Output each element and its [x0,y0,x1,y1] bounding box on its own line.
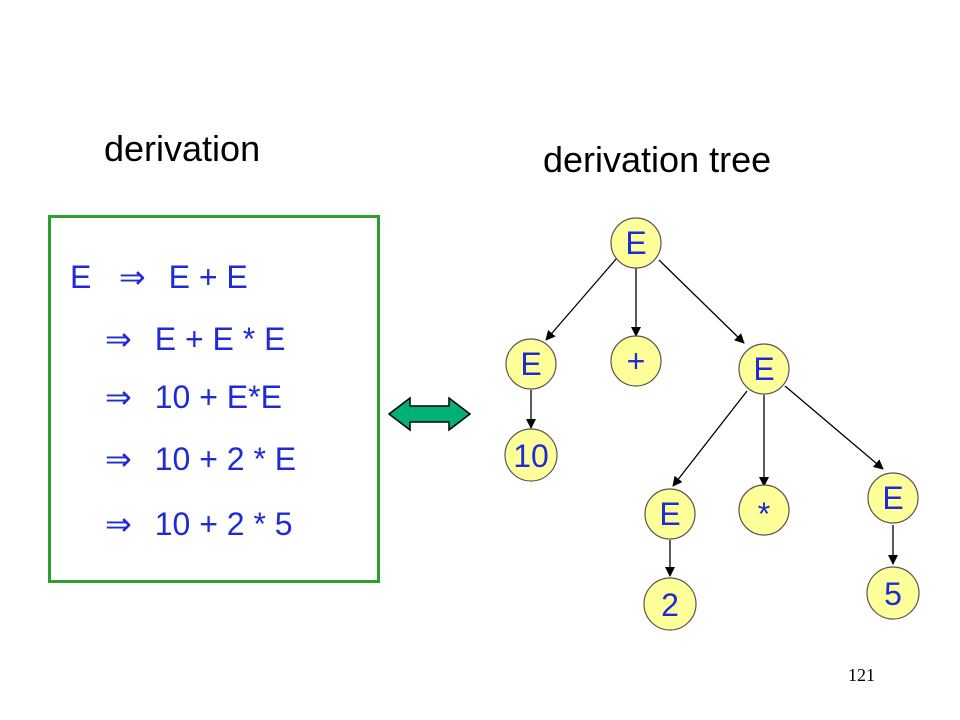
derivation-step-2: ⇒ E + E * E [105,320,285,358]
derivation-step-5: ⇒ 10 + 2 * 5 [105,505,293,543]
edge-right-e-to-mul-right-e [784,385,884,470]
tree-node-plus-label: + [627,343,646,379]
tree-node-root-circle [610,217,662,269]
tree-node-two-circle [643,577,697,631]
implies-symbol: ⇒ [105,321,132,357]
tree-node-mul-left-e-circle [644,488,696,540]
derivation-tree-title: derivation tree [543,139,772,180]
implies-symbol: ⇒ [105,506,132,542]
tree-node-ten-circle [504,428,558,482]
tree-node-five-label: 5 [884,576,902,612]
implies-symbol: ⇒ [105,441,132,477]
tree-node-star-circle [738,484,790,536]
tree-node-mul-right-e-label: E [882,480,903,516]
tree-node-two-label: 2 [661,587,679,623]
step-expression: E + E [168,259,248,295]
tree-node-ten-label: 10 [513,438,549,474]
tree-node-five-circle [866,566,920,620]
start-symbol: E [70,259,92,295]
tree-node-star-label: * [758,496,770,532]
tree-node-left-e-circle [505,338,557,390]
tree-node-plus-circle [610,335,662,387]
tree-node-root-label: E [625,225,646,261]
edge-root-to-left-e [545,257,618,341]
equivalence-arrow [387,396,472,432]
derivation-step-3: ⇒ 10 + E*E [105,378,282,416]
step-expression: 10 + 2 * 5 [154,506,293,542]
derivation-step-4: ⇒ 10 + 2 * E [105,440,296,478]
tree-node-mul-right-e-circle [867,472,919,524]
tree-node-right-e-circle [738,343,790,395]
derivation-title: derivation [104,128,261,169]
derivation-step-1: E ⇒ E + E [70,258,248,296]
derivation-box [48,215,380,583]
tree-node-mul-left-e-label: E [659,496,680,532]
step-expression: 10 + E*E [154,379,282,415]
tree-node-left-e-label: E [520,346,541,382]
tree-node-right-e-label: E [753,351,774,387]
page-number: 121 [848,665,875,685]
implies-symbol: ⇒ [105,379,132,415]
step-expression: E + E * E [154,321,286,357]
edge-right-e-to-mul-left-e [672,390,748,487]
step-expression: 10 + 2 * E [154,441,297,477]
implies-symbol: ⇒ [118,259,146,295]
edge-root-to-right-e [658,259,745,344]
